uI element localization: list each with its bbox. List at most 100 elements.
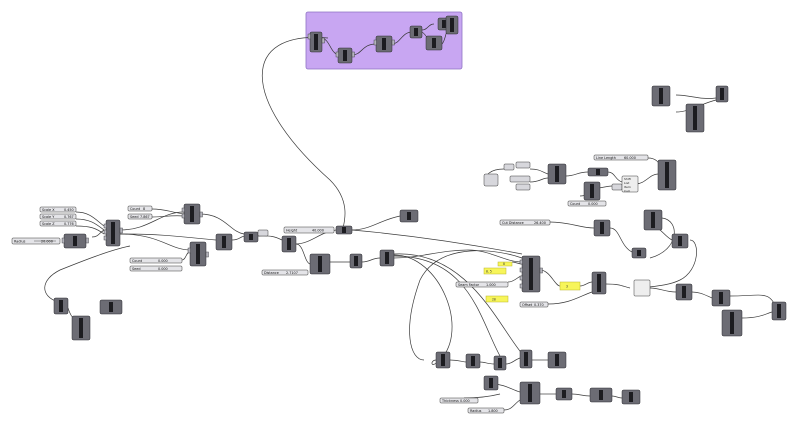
- component-node[interactable]: [711, 289, 731, 307]
- component-node[interactable]: [181, 203, 203, 225]
- slider-label: Distance: [264, 271, 279, 275]
- slider-value: 1.800: [488, 409, 498, 413]
- slider-value: 0.000: [460, 399, 470, 403]
- component-node[interactable]: [53, 297, 69, 315]
- panel-text: 0: [503, 262, 505, 266]
- slider-label: Count: [130, 207, 141, 211]
- component-node[interactable]: [445, 15, 459, 35]
- slider-value: 0.000: [158, 259, 168, 263]
- component-node[interactable]: [675, 283, 693, 301]
- component-node[interactable]: [373, 35, 395, 53]
- component-node[interactable]: [591, 271, 607, 295]
- component-node[interactable]: [465, 353, 481, 369]
- component-node[interactable]: [547, 351, 567, 369]
- slider-label: Seed: [132, 267, 140, 271]
- component-node[interactable]: [589, 387, 613, 403]
- components[interactable]: [53, 15, 787, 405]
- component-node[interactable]: [281, 235, 297, 253]
- component-node[interactable]: [61, 233, 89, 249]
- component-node[interactable]: [519, 255, 543, 293]
- slider-label: Seed: [130, 215, 138, 219]
- component-node[interactable]: [99, 299, 123, 315]
- component-node[interactable]: [671, 233, 689, 249]
- component-node[interactable]: [555, 387, 573, 401]
- component-node[interactable]: [335, 47, 355, 64]
- slider-label: Scale Y: [42, 215, 55, 219]
- component-node[interactable]: [409, 25, 423, 39]
- component-node[interactable]: [335, 225, 353, 235]
- component-node[interactable]: [349, 253, 363, 269]
- component-node[interactable]: [621, 389, 641, 405]
- component-node[interactable]: [379, 249, 395, 267]
- component-node[interactable]: [187, 241, 209, 267]
- slider-value: 1.000: [486, 283, 496, 287]
- component-node[interactable]: [307, 31, 325, 53]
- slider-label: Radius: [470, 409, 482, 413]
- component-node[interactable]: [547, 163, 567, 185]
- component-node[interactable]: [483, 375, 499, 391]
- component-node[interactable]: [657, 159, 677, 191]
- component-node[interactable]: [519, 349, 533, 369]
- component-node[interactable]: [493, 355, 507, 371]
- component-node[interactable]: [215, 233, 233, 251]
- component-node[interactable]: [243, 231, 259, 243]
- component-node[interactable]: [643, 209, 663, 231]
- component-node[interactable]: [685, 103, 705, 133]
- component-node[interactable]: [71, 315, 91, 341]
- slider-label: Scale X: [42, 208, 55, 212]
- component-node[interactable]: [593, 219, 611, 237]
- component-node[interactable]: [309, 253, 331, 275]
- slider-value: 2.7107: [286, 271, 298, 275]
- component-node[interactable]: [651, 85, 671, 107]
- component-node[interactable]: [399, 209, 419, 223]
- slider-value: 0.450: [64, 208, 74, 212]
- slider-value: 60.000: [624, 156, 636, 160]
- panel[interactable]: 0: [497, 261, 513, 267]
- panel[interactable]: 0.5: [483, 267, 507, 275]
- component-node[interactable]: [519, 381, 541, 405]
- slider-value: 0.370: [534, 303, 544, 307]
- component-node[interactable]: [435, 351, 451, 369]
- list-item: Shift: [624, 177, 632, 181]
- component-node[interactable]: [771, 301, 787, 321]
- component-node[interactable]: [715, 85, 729, 103]
- panel-text: 0.5: [486, 270, 492, 274]
- panel[interactable]: 20: [485, 295, 509, 303]
- component-node[interactable]: [425, 35, 443, 51]
- slider-label: Offset: [522, 303, 533, 307]
- slider-scale-x[interactable]: Scale X 0.450: [39, 206, 77, 213]
- panel[interactable]: 3: [559, 281, 581, 291]
- component-node[interactable]: [587, 167, 609, 177]
- slider-radius[interactable]: Radius 1.800: [467, 407, 505, 414]
- component-node[interactable]: [583, 181, 601, 201]
- slider-value: 7.867: [140, 215, 150, 219]
- panel-text: 20: [492, 298, 496, 302]
- slider-label: Cut Distance: [502, 221, 524, 225]
- slider-distance[interactable]: Distance 2.7107: [261, 269, 309, 276]
- slider-label: Count: [570, 202, 581, 206]
- component-node[interactable]: [103, 219, 123, 247]
- value-list[interactable]: [633, 279, 651, 297]
- value-list[interactable]: Shift List Item Cull: [621, 175, 639, 193]
- component-node[interactable]: [721, 309, 743, 337]
- component-node[interactable]: [631, 247, 647, 259]
- slider-value: 20.000: [41, 240, 53, 244]
- param-nodes[interactable]: [257, 161, 623, 237]
- slider-label: Thickness: [441, 399, 459, 403]
- panel-text: 3: [566, 285, 568, 289]
